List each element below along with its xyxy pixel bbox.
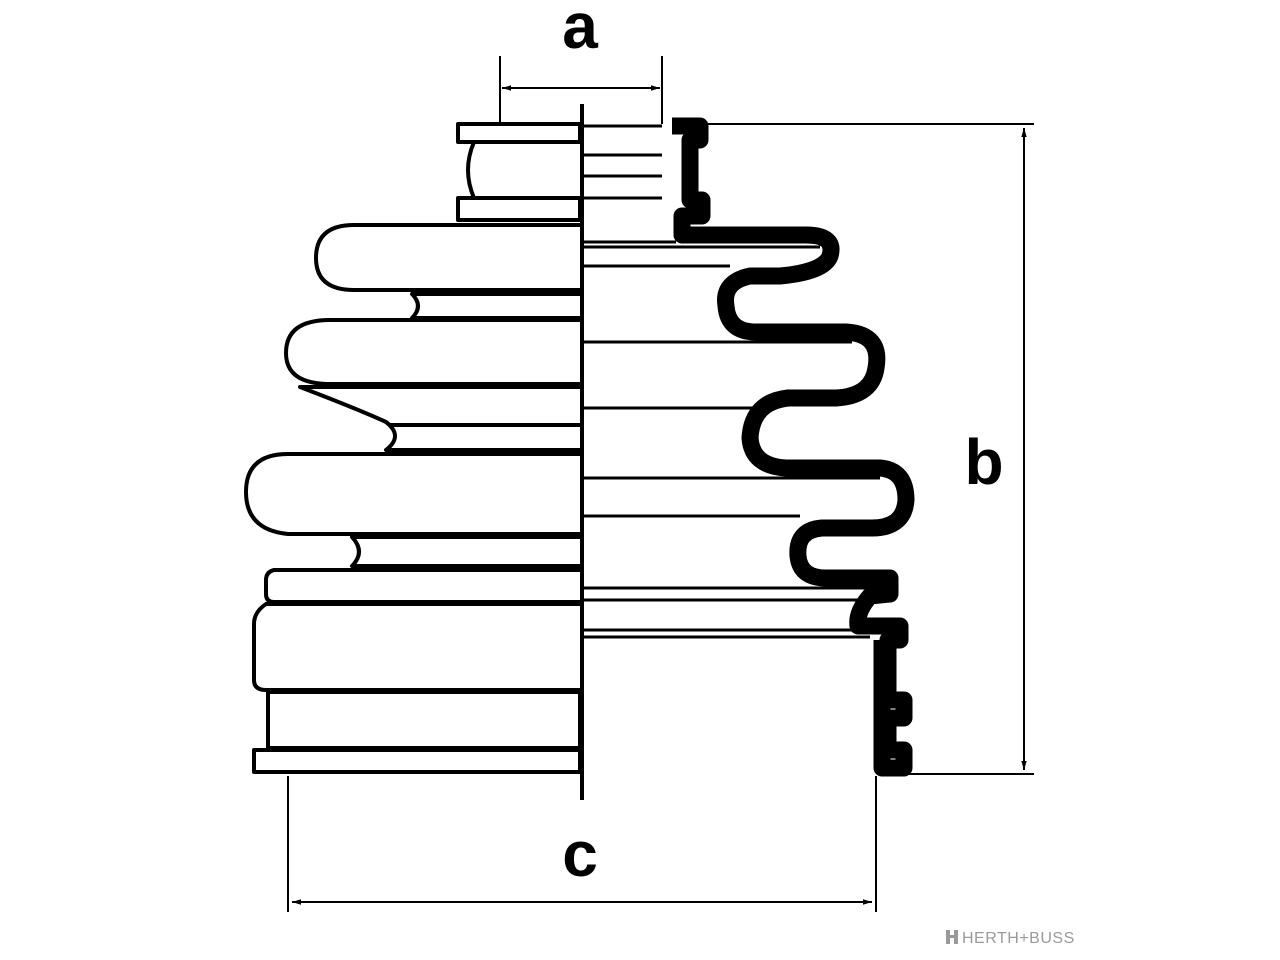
convolution-2 (284, 318, 580, 386)
dimension-b-label: b (964, 426, 1003, 498)
convolution-1 (314, 223, 580, 292)
lower-band-1 (264, 568, 580, 604)
valley-1 (410, 292, 580, 320)
bottom-collar-flange (252, 748, 582, 774)
brand-watermark: HERTH+BUSS (946, 930, 1075, 947)
brand-name: HERTH+BUSS (962, 930, 1075, 947)
dimension-b (702, 123, 1034, 775)
boot-section-half (584, 124, 880, 639)
lower-band-2 (252, 602, 580, 692)
valley-2 (298, 385, 580, 452)
bottom-collar-body (266, 690, 582, 750)
dimension-a-label: a (562, 0, 598, 62)
valley-3 (350, 535, 580, 568)
dimension-a (499, 56, 663, 124)
top-collar-flange (456, 122, 582, 144)
top-collar-groove (466, 141, 580, 200)
herth-buss-logo-icon (946, 930, 958, 944)
dimension-c (287, 776, 877, 912)
convolution-3 (244, 452, 580, 536)
top-collar-base (456, 196, 582, 222)
boot-exterior-half (244, 122, 582, 774)
boot-wall-section (672, 117, 915, 777)
dimension-c-label: c (562, 818, 598, 890)
